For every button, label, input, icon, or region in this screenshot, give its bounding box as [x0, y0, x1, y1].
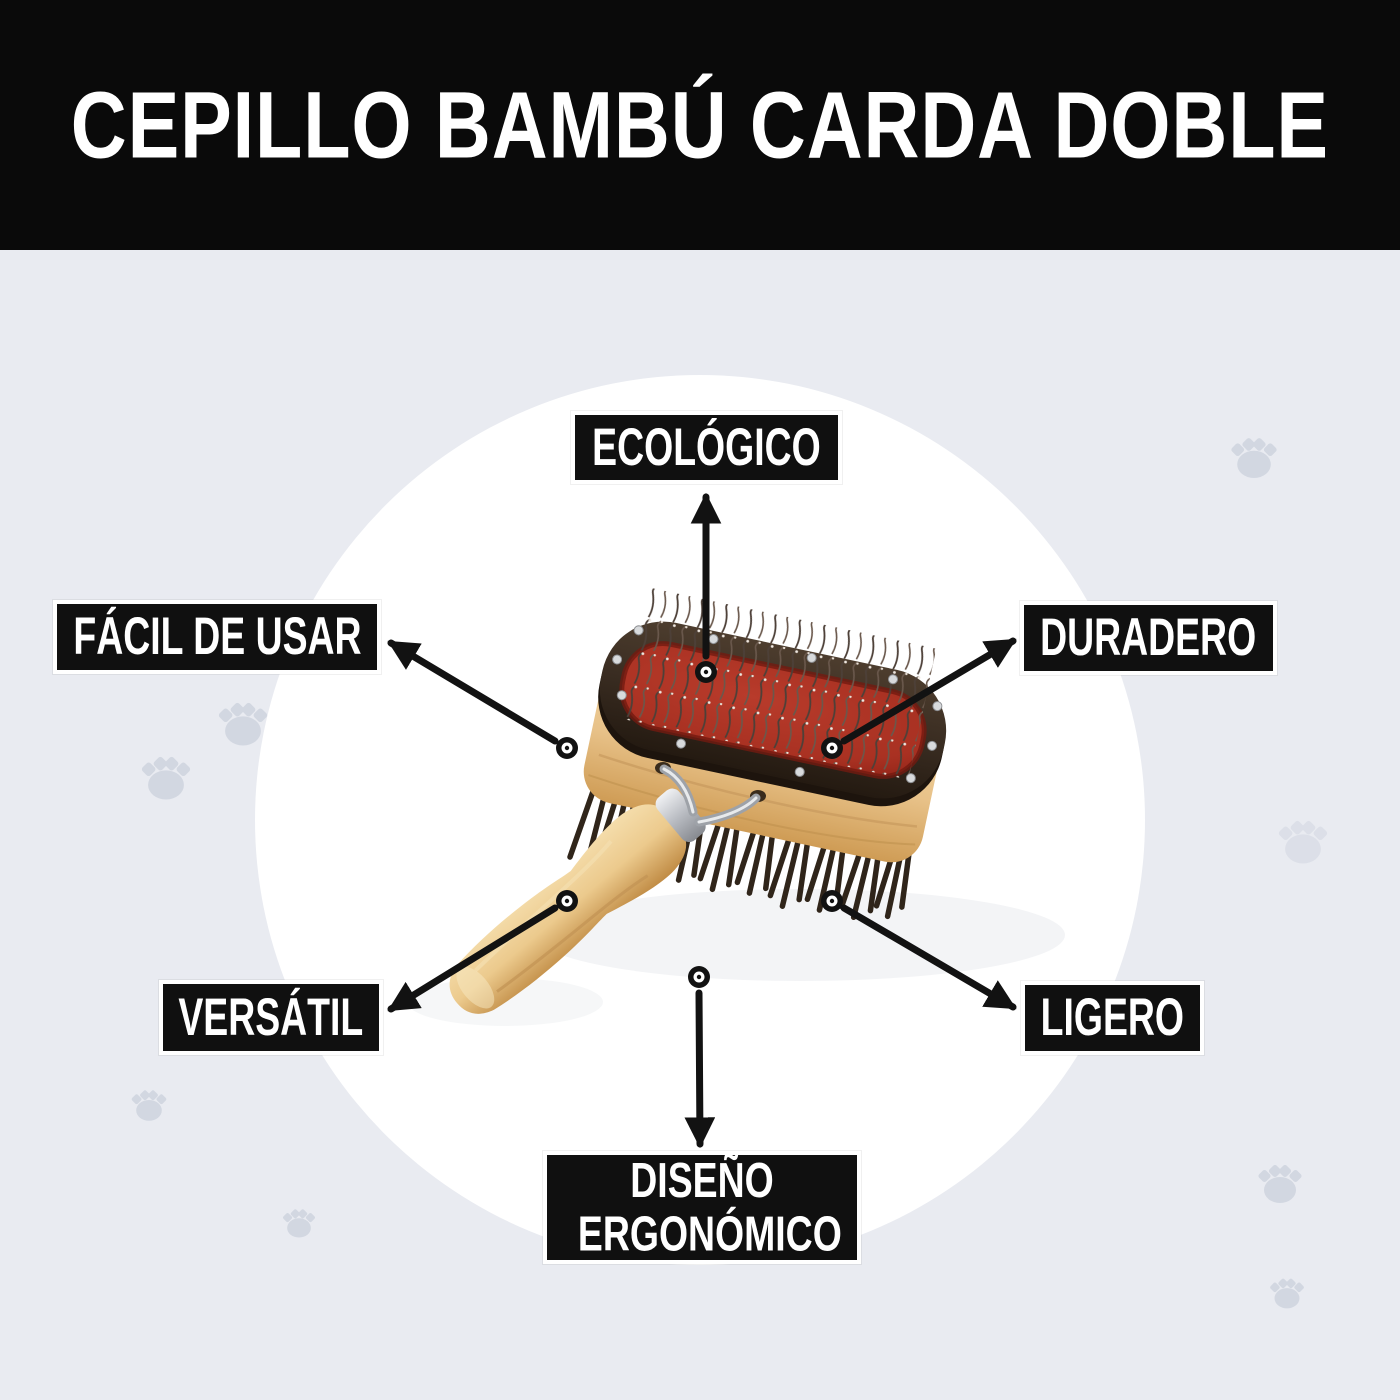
feature-label-versatil: VERSÁTIL: [159, 980, 383, 1055]
paw-print-icon: [1277, 819, 1329, 864]
header-bar: CEPILLO BAMBÚ CARDA DOBLE: [0, 0, 1400, 250]
paw-print-icon: [217, 701, 269, 746]
feature-label-text: FÁCIL DE USAR: [72, 607, 362, 667]
brush-rivets: [612, 625, 943, 784]
anchor-dot: [821, 737, 843, 759]
feature-label-ecologico: ECOLÓGICO: [571, 411, 842, 484]
feature-label-text: VERSÁTIL: [178, 987, 364, 1047]
arrow-anchor-dots: [556, 661, 843, 988]
handle-metal-yoke: [655, 762, 766, 827]
feature-label-text: DISEÑO ERGONÓMICO: [577, 1153, 842, 1262]
page-title: CEPILLO BAMBÚ CARDA DOBLE: [70, 71, 1330, 178]
brush-head: [567, 587, 947, 921]
handle-ferrule: [655, 788, 706, 843]
feature-label-text: ECOLÓGICO: [592, 417, 821, 477]
product-photo-brush: [407, 587, 1065, 1026]
paw-print-icon: [282, 1208, 316, 1238]
arrow-versatil: [387, 904, 559, 1013]
paw-print-icon: [130, 1089, 168, 1121]
feature-label-ligero: LIGERO: [1021, 981, 1204, 1055]
feature-label-text: LIGERO: [1040, 988, 1185, 1048]
feature-arrows: [387, 492, 1017, 1149]
anchor-dot: [556, 737, 578, 759]
arrow-diseno-ergonomico: [684, 989, 716, 1149]
anchor-dot: [556, 890, 578, 912]
paw-print-icon: [1269, 1277, 1305, 1309]
feature-label-duradero: DURADERO: [1020, 601, 1277, 675]
anchor-dot: [821, 890, 843, 912]
feature-label-facil-de-usar: FÁCIL DE USAR: [53, 600, 381, 674]
feature-label-diseno-ergonomico: DISEÑO ERGONÓMICO: [543, 1151, 861, 1264]
feature-label-text: DURADERO: [1040, 608, 1257, 668]
arrow-ligero: [840, 904, 1017, 1011]
paw-print-icon: [1257, 1163, 1303, 1203]
anchor-dot: [688, 966, 710, 988]
paw-print-icon: [140, 755, 192, 800]
arrow-duradero: [840, 637, 1017, 745]
anchor-dot: [695, 661, 717, 683]
paw-print-icon: [1230, 437, 1278, 479]
arrow-facil-de-usar: [387, 639, 559, 745]
